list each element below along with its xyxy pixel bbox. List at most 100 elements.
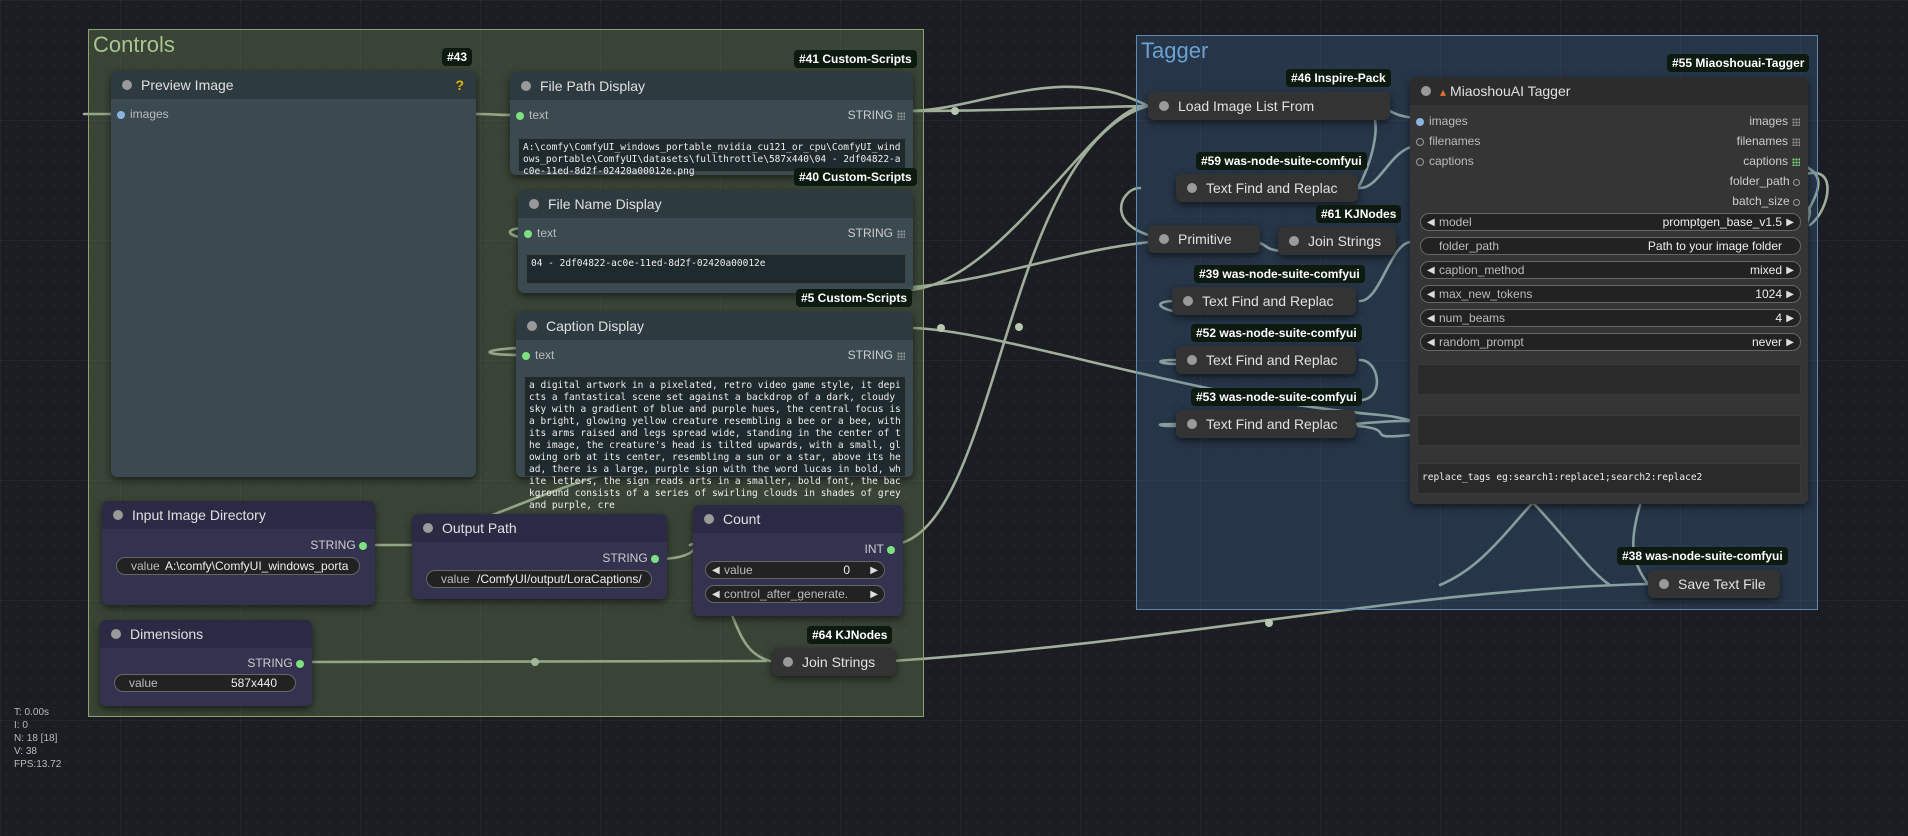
grid-icon[interactable]: [897, 112, 905, 120]
preview-image-node[interactable]: Preview Image? images: [111, 71, 476, 477]
collapse-dot[interactable]: [529, 199, 539, 209]
collapse-dot[interactable]: [1187, 355, 1197, 365]
load-image-list-node[interactable]: Load Image List From: [1148, 92, 1390, 120]
decrement-icon[interactable]: ◀: [1427, 289, 1435, 300]
replace-tags-textbox[interactable]: replace_tags eg:search1:replace1;search2…: [1417, 463, 1801, 494]
wire: [903, 104, 1150, 292]
join-strings-64-node[interactable]: Join Strings: [772, 648, 896, 676]
collapse-dot[interactable]: [783, 657, 793, 667]
wire: [906, 104, 1150, 113]
collapse-dot[interactable]: [423, 523, 433, 533]
node-title: Text Find and Replac: [1206, 352, 1338, 368]
grid-icon[interactable]: [897, 230, 905, 238]
text-find-59-node[interactable]: Text Find and Replac: [1176, 174, 1358, 202]
next-option-icon[interactable]: ▶: [1786, 217, 1794, 228]
node-title: Input Image Directory: [132, 507, 266, 523]
next-option-icon[interactable]: ▶: [1786, 337, 1794, 348]
collapse-dot[interactable]: [527, 321, 537, 331]
increment-icon[interactable]: ▶: [1786, 289, 1794, 300]
input-slot-icon[interactable]: [117, 111, 125, 119]
output-slot-icon[interactable]: [1793, 179, 1800, 186]
output-slot-icon[interactable]: [651, 555, 659, 563]
output-path-node[interactable]: Output Path STRING value/ComfyUI/output/…: [412, 514, 667, 599]
collapse-dot[interactable]: [1187, 183, 1197, 193]
output-slot-icon[interactable]: [359, 542, 367, 550]
collapse-dot[interactable]: [1659, 579, 1669, 589]
node-id-badge: #55 Miaoshouai-Tagger: [1667, 54, 1810, 72]
output-slot-icon[interactable]: [887, 546, 895, 554]
warning-icon: ?: [455, 77, 464, 93]
grid-icon[interactable]: [1792, 118, 1800, 126]
output-slot-icon[interactable]: [296, 660, 304, 668]
text-find-52-node[interactable]: Text Find and Replac: [1176, 346, 1356, 374]
collapse-dot[interactable]: [122, 80, 132, 90]
collapse-dot[interactable]: [704, 514, 714, 524]
collapse-dot[interactable]: [1159, 234, 1169, 244]
collapse-dot[interactable]: [1187, 419, 1197, 429]
next-option-icon[interactable]: ▶: [1786, 265, 1794, 276]
file-name-display-node[interactable]: File Name Display text STRING 04 - 2df04…: [518, 190, 913, 293]
input-slot-icon[interactable]: [1416, 118, 1424, 126]
output-type: STRING: [310, 538, 356, 552]
output-slot-icon[interactable]: [1793, 199, 1800, 206]
node-id-badge: #53 was-node-suite-comfyui: [1191, 388, 1362, 406]
input-slot-icon[interactable]: [524, 230, 532, 238]
primitive-node[interactable]: Primitive: [1148, 225, 1260, 253]
next-option-icon[interactable]: ▶: [870, 589, 878, 600]
output-path-input[interactable]: value/ComfyUI/output/LoraCaptions/: [426, 570, 652, 588]
input-slot-icon[interactable]: [1416, 138, 1424, 146]
text-find-39-node[interactable]: Text Find and Replac: [1172, 287, 1356, 315]
grid-icon[interactable]: [897, 352, 905, 360]
file-name-textbox[interactable]: 04 - 2df04822-ac0e-11ed-8d2f-02420a00012…: [526, 254, 906, 284]
file-path-textbox[interactable]: A:\comfy\ComfyUI_windows_portable_nvidia…: [518, 138, 906, 177]
collapse-dot[interactable]: [1289, 236, 1299, 246]
prefix-textbox[interactable]: [1417, 364, 1801, 395]
input-label: text: [529, 108, 549, 122]
output-label: batch_size: [1732, 194, 1790, 208]
control-after-generate-select[interactable]: ◀control_after_generate.▶: [705, 585, 885, 603]
collapse-dot[interactable]: [111, 629, 121, 639]
join-strings-61-node[interactable]: Join Strings: [1278, 227, 1396, 255]
caption-textbox[interactable]: a digital artwork in a pixelated, retro …: [524, 376, 906, 511]
grid-icon[interactable]: [1792, 138, 1800, 146]
prev-option-icon[interactable]: ◀: [1427, 217, 1435, 228]
increment-icon[interactable]: ▶: [1786, 313, 1794, 324]
prev-option-icon[interactable]: ◀: [1427, 265, 1435, 276]
output-type: STRING: [847, 108, 893, 122]
collapse-dot[interactable]: [1183, 296, 1193, 306]
collapse-dot[interactable]: [1159, 101, 1169, 111]
suffix-textbox[interactable]: [1417, 415, 1801, 446]
prev-option-icon[interactable]: ◀: [1427, 337, 1435, 348]
decrement-icon[interactable]: ◀: [1427, 313, 1435, 324]
collapse-dot[interactable]: [113, 510, 123, 520]
input-slot-icon[interactable]: [522, 352, 530, 360]
input-slot-icon[interactable]: [516, 112, 524, 120]
caption-display-node[interactable]: Caption Display text STRING a digital ar…: [516, 312, 913, 511]
miaoshouai-tagger-node[interactable]: ▴MiaoshouAI Tagger images filenames capt…: [1410, 77, 1808, 504]
text-find-53-node[interactable]: Text Find and Replac: [1176, 410, 1356, 438]
collapse-dot[interactable]: [1421, 86, 1431, 96]
wire: [1159, 358, 1182, 366]
grid-icon[interactable]: [1792, 158, 1800, 166]
save-text-file-node[interactable]: Save Text File: [1648, 570, 1780, 598]
collapse-dot[interactable]: [521, 81, 531, 91]
wire: [906, 85, 1150, 113]
input-slot-icon[interactable]: [1416, 158, 1424, 166]
node-id-badge: #5 Custom-Scripts: [796, 289, 913, 307]
decrement-icon[interactable]: ◀: [712, 565, 720, 576]
increment-icon[interactable]: ▶: [870, 565, 878, 576]
file-path-display-node[interactable]: File Path Display text STRING A:\comfy\C…: [510, 72, 913, 177]
prev-option-icon[interactable]: ◀: [712, 589, 720, 600]
